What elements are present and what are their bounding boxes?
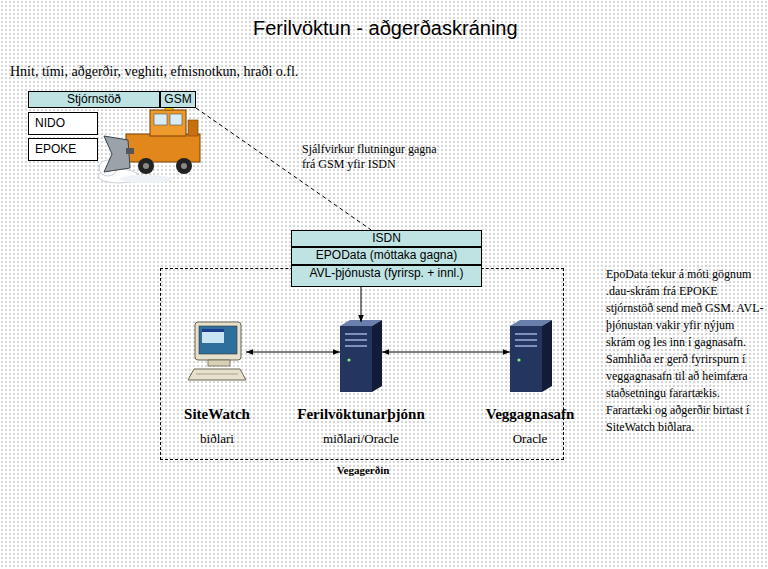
drive-slot xyxy=(515,345,537,347)
computer-role: biðlari xyxy=(184,430,250,447)
caption-block: SiteWatch biðlari xyxy=(184,405,250,447)
description-note: EpoData tekur á móti gögnum .dau-skrám f… xyxy=(606,266,764,436)
connector-arrow xyxy=(382,352,510,353)
caption-block: VeggagnasafnOracle xyxy=(486,405,575,447)
node-label: Vegagerðin xyxy=(337,464,390,476)
header-band: GSM xyxy=(160,91,196,108)
component-box: NIDO xyxy=(28,112,98,135)
screen-window xyxy=(202,329,224,343)
header-band: ISDN xyxy=(291,230,482,247)
snowplow-illustration xyxy=(98,106,200,183)
component-box: EPOKE xyxy=(28,138,98,161)
keyboard-keys xyxy=(196,374,238,375)
caption-block: Vegagerðin xyxy=(337,464,390,477)
diagram-title: Ferilvöktun - aðgerðaskráning xyxy=(253,16,518,40)
node-label: Stjórnstöð xyxy=(67,92,121,106)
connector-arrow xyxy=(246,352,340,353)
drive-slot xyxy=(345,333,367,335)
server-icon xyxy=(510,320,552,392)
caption-block: Ferilvöktunarþjónn miðlari/Oracle xyxy=(297,405,425,447)
node-label: ISDN xyxy=(372,231,401,245)
workstation-icon xyxy=(188,322,246,380)
monitor-case xyxy=(195,322,241,360)
keyboard xyxy=(188,369,246,380)
node-label: AVL-þjónusta (fyrirsp. + innl.) xyxy=(309,266,463,280)
header-band: Stjórnstöð xyxy=(28,91,160,108)
plow-mount xyxy=(126,148,134,154)
monitor-stand xyxy=(208,360,230,366)
power-led xyxy=(347,358,350,361)
computer-node: Ferilvöktunarþjónnmiðlari/Oracle xyxy=(340,322,382,392)
computer-name: SiteWatch xyxy=(184,405,250,423)
computer-node: VeggagnasafnOracle xyxy=(510,322,550,392)
truck-body xyxy=(126,134,200,162)
connector-arrow xyxy=(361,287,362,322)
server-side xyxy=(372,320,382,392)
drive-slot xyxy=(345,339,367,341)
server-side xyxy=(542,320,552,392)
computer-name: Veggagnasafn xyxy=(486,405,575,423)
hub xyxy=(143,163,149,169)
hub xyxy=(181,163,187,169)
node-label: NIDO xyxy=(35,116,65,130)
truck-box xyxy=(188,120,198,136)
monitor-screen xyxy=(199,326,237,354)
computer-role: miðlari/Oracle xyxy=(297,430,425,447)
computer-node: SiteWatchbiðlari xyxy=(188,322,246,382)
drive-slot xyxy=(515,333,537,335)
server-front xyxy=(510,326,542,392)
snow-ground xyxy=(120,175,172,183)
cab-window xyxy=(154,114,167,125)
computer-name: Ferilvöktunarþjónn xyxy=(297,405,425,423)
truck-cab xyxy=(150,110,186,136)
server-front xyxy=(340,326,372,392)
wheel xyxy=(176,158,192,174)
cab-window xyxy=(170,114,182,125)
header-band: EPOData (móttaka gagna) xyxy=(291,247,482,265)
drive-slot xyxy=(515,339,537,341)
organization-region: VegagerðinSiteWatchbiðlariFerilvöktunarþ… xyxy=(160,268,564,460)
drive-slot xyxy=(345,345,367,347)
wheel xyxy=(138,158,154,174)
header-band: AVL-þjónusta (fyrirsp. + innl.) xyxy=(291,265,482,287)
node-label: EPOData (móttaka gagna) xyxy=(316,248,457,262)
data-fields-note: Hnit, tími, aðgerðir, veghiti, efnisnotk… xyxy=(10,63,298,80)
screen-titlebar xyxy=(202,329,224,332)
connector-label: Sjálfvirkur flutningur gagna frá GSM yfi… xyxy=(302,142,442,172)
computer-role: Oracle xyxy=(486,430,575,447)
power-led xyxy=(517,358,520,361)
server-icon xyxy=(340,320,382,392)
node-label: EPOKE xyxy=(35,142,76,156)
node-label: GSM xyxy=(164,92,191,106)
